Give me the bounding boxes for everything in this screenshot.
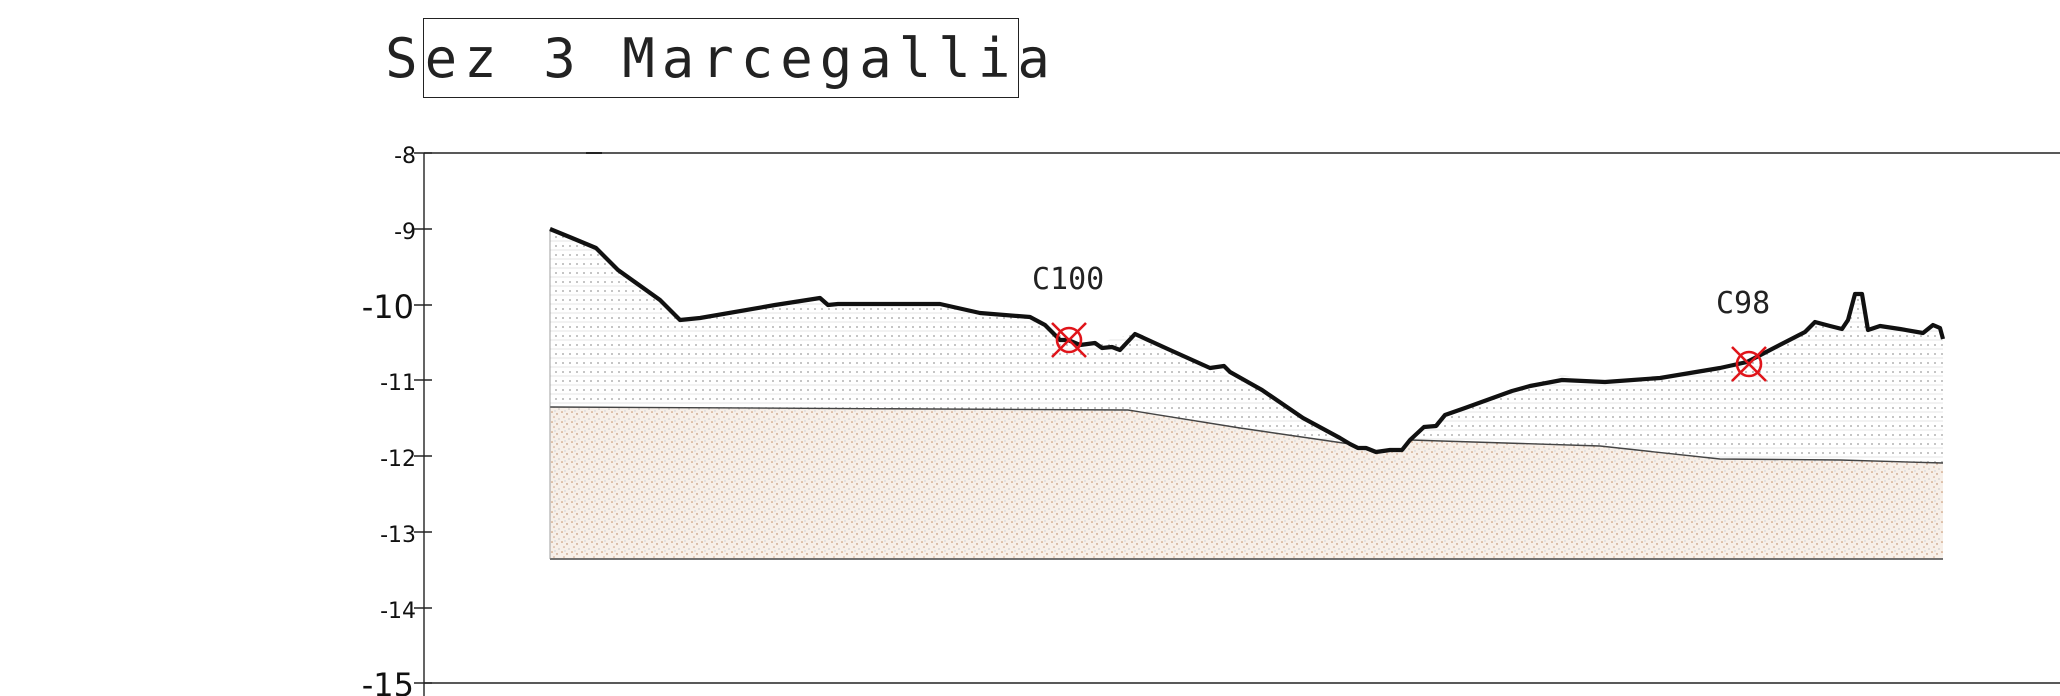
silt-layer [550, 229, 1350, 444]
y-tick-label: -8 [394, 144, 416, 169]
y-tick-label: -15 [362, 666, 414, 696]
y-axis-ticks [414, 152, 432, 684]
y-tick-label: -11 [380, 371, 416, 396]
y-tick-label: -10 [362, 288, 414, 326]
ground-profile [549, 227, 1946, 455]
borehole-marker-c100 [1051, 322, 1087, 358]
silt-layer-right [1410, 294, 1943, 463]
y-tick-label: -12 [380, 447, 416, 472]
y-tick-label: -13 [380, 523, 416, 548]
borehole-marker-c98 [1731, 346, 1767, 382]
silt-sand-boundary-right [1409, 439, 1944, 464]
silt-sand-boundary [549, 406, 1351, 445]
y-tick-label: -14 [380, 599, 416, 624]
sand-layer [550, 407, 1943, 559]
borehole-label-c98: C98 [1716, 286, 1770, 321]
borehole-label-c100: C100 [1032, 262, 1104, 297]
y-tick-label: -9 [394, 220, 416, 245]
